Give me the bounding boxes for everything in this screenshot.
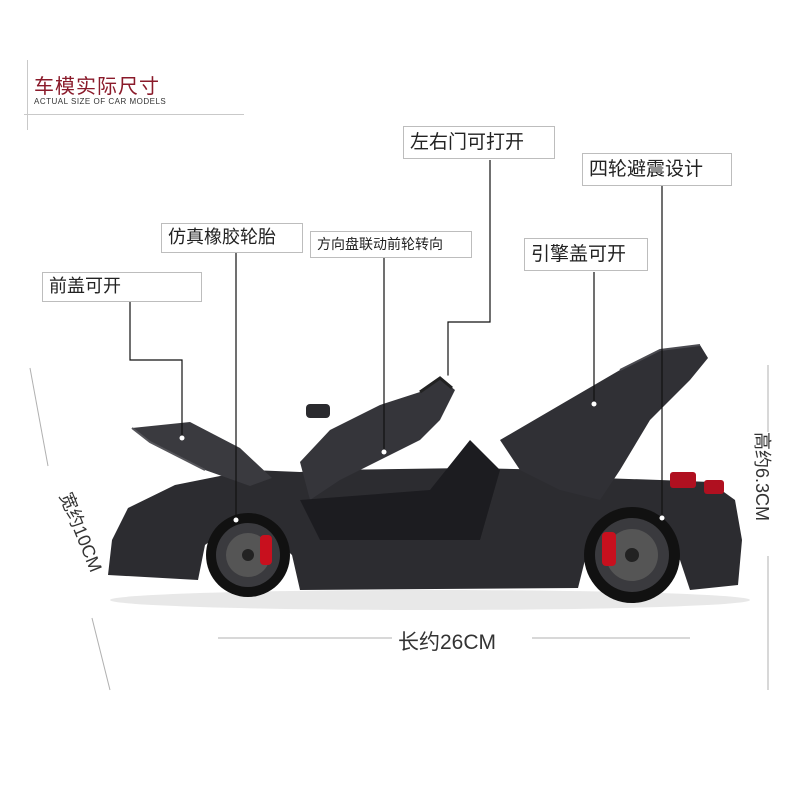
callout-steering: 方向盘联动前轮转向 <box>310 231 472 258</box>
header-divider-vertical <box>27 60 28 130</box>
callout-front-hood-label: 前盖可开 <box>49 276 121 297</box>
header-subtitle: ACTUAL SIZE OF CAR MODELS <box>34 97 167 106</box>
dimension-height: 高约6.3CM <box>752 432 772 522</box>
callout-front-hood: 前盖可开 <box>42 272 202 302</box>
callout-doors: 左右门可打开 <box>403 126 555 159</box>
header-divider-horizontal <box>24 114 244 115</box>
header-title: 车模实际尺寸 <box>34 74 160 98</box>
callout-doors-label: 左右门可打开 <box>410 131 525 153</box>
callout-engine-hood: 引擎盖可开 <box>524 238 648 271</box>
callout-tires-label: 仿真橡胶轮胎 <box>168 227 276 248</box>
callout-steering-label: 方向盘联动前轮转向 <box>317 236 443 253</box>
callout-suspension-label: 四轮避震设计 <box>589 158 704 180</box>
callout-tires: 仿真橡胶轮胎 <box>161 223 303 253</box>
callout-suspension: 四轮避震设计 <box>582 153 732 186</box>
callout-engine-hood-label: 引擎盖可开 <box>531 243 627 265</box>
dimension-length: 长约26CM <box>398 631 497 654</box>
